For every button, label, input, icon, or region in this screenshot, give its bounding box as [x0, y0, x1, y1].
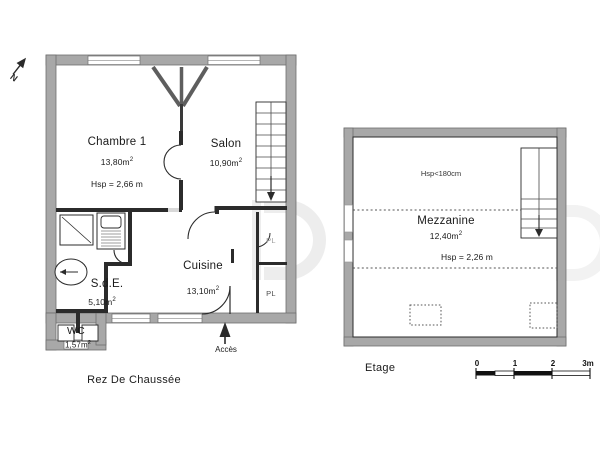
- entrance-arrow-icon: [219, 322, 231, 344]
- svg-text:N: N: [8, 72, 19, 84]
- uf-windows: [344, 204, 353, 263]
- gf-staircase: [255, 101, 287, 203]
- gf-door-swings: [113, 144, 231, 315]
- gf-roof-truss: [151, 65, 209, 133]
- uf-ceiling-height-lines: [353, 209, 557, 269]
- gf-bathroom-fixtures: [54, 212, 271, 342]
- gf-windows: [63, 55, 261, 350]
- uf-dotted-boxes: [409, 302, 558, 329]
- north-arrow-icon: N: [8, 57, 27, 84]
- upper-floor-plan: [343, 127, 567, 347]
- gf-interior-walls: [56, 131, 287, 333]
- uf-exterior-walls: [343, 127, 567, 347]
- scale-bar-graphic: [475, 368, 591, 379]
- uf-staircase: [520, 147, 558, 239]
- ground-floor-plan: [45, 54, 297, 351]
